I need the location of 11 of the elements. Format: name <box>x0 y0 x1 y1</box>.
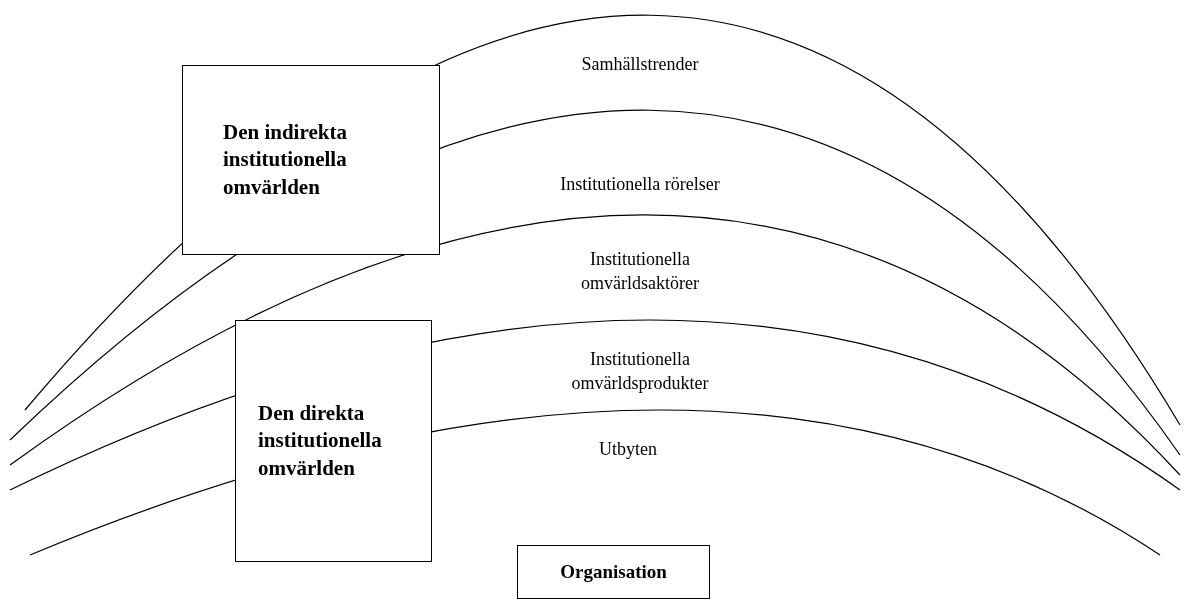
text-box <box>517 545 710 599</box>
arc-label: Institutionella rörelser <box>559 173 721 196</box>
arc-label: Institutionella omvärldsaktörer <box>580 248 700 296</box>
text-box <box>182 65 440 255</box>
box-title: Organisation <box>560 559 667 584</box>
arc-label: Samhällstrender <box>580 53 700 76</box>
box-title: Den direkta institutionella omvärlden <box>258 400 383 482</box>
text-box <box>235 320 432 562</box>
arc-label: Utbyten <box>598 438 658 461</box>
arc-label: Institutionella omvärldsprodukter <box>570 348 710 396</box>
box-title: Den indirekta institutionella omvärlden <box>223 119 348 201</box>
